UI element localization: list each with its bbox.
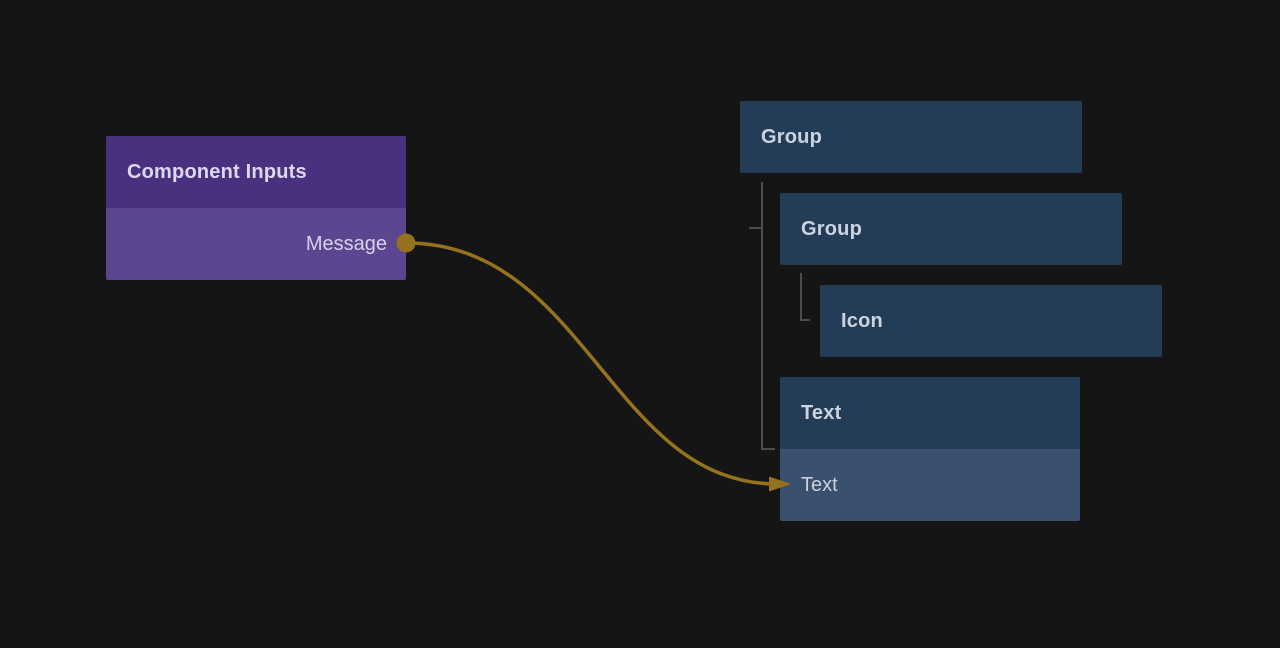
tree-node-group-root[interactable]: Group xyxy=(740,101,1082,173)
tree-node-icon-label: Icon xyxy=(841,309,883,332)
component-inputs-title: Component Inputs xyxy=(127,160,307,183)
tree-node-icon[interactable]: Icon xyxy=(820,285,1162,357)
tree-node-text-header[interactable]: Text xyxy=(780,377,1080,449)
tree-node-text[interactable]: Text Text xyxy=(780,377,1080,521)
text-input-label: Text xyxy=(801,473,838,496)
message-output-row[interactable]: Message xyxy=(106,208,406,280)
component-inputs-node[interactable]: Component Inputs Message xyxy=(106,136,406,280)
text-input-row[interactable]: Text xyxy=(780,449,1080,521)
tree-node-text-label: Text xyxy=(801,401,842,424)
tree-node-group-child[interactable]: Group xyxy=(780,193,1122,265)
tree-node-group-child-label: Group xyxy=(801,217,862,240)
message-output-label: Message xyxy=(305,232,387,255)
component-inputs-header[interactable]: Component Inputs xyxy=(106,136,406,208)
tree-node-group-root-label: Group xyxy=(761,125,822,148)
